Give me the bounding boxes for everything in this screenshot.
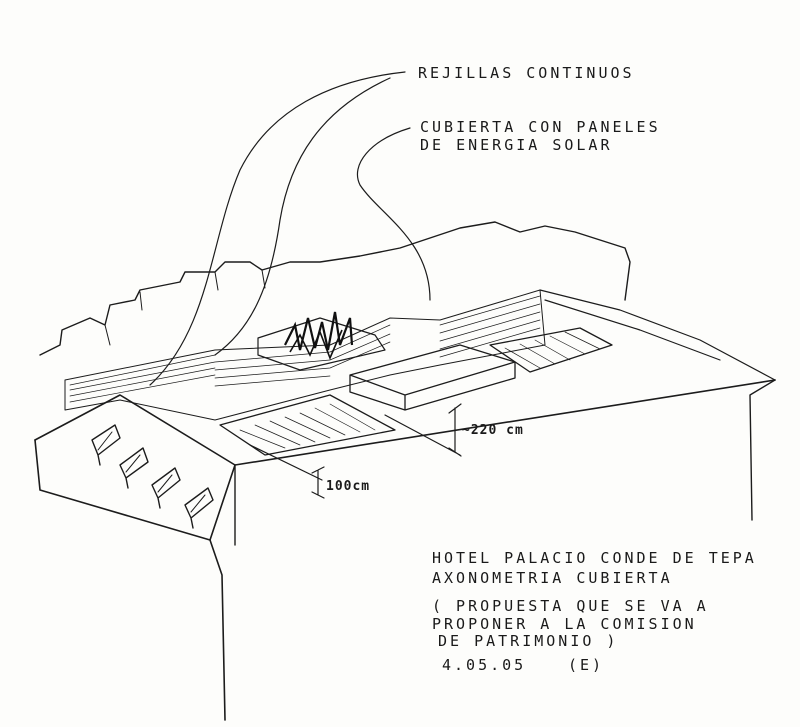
building-left-edge <box>34 439 236 541</box>
dimension-upper-label: ~220 cm <box>462 423 524 438</box>
note-proposal-3: DE PATRIMONIO ) <box>438 632 618 650</box>
leader-cubierta <box>356 127 431 301</box>
dormers <box>91 424 214 529</box>
building-top-edge <box>34 379 776 466</box>
note-initials: (E) <box>568 656 604 674</box>
note-proposal-1: ( PROPUESTA QUE SE VA A <box>432 597 709 615</box>
note-date: 4.05.05 <box>442 656 526 674</box>
label-rejillas: REJILLAS CONTINUOS <box>418 64 635 82</box>
dimension-lower-label: 100cm <box>326 479 370 494</box>
note-subtitle: AXONOMETRIA CUBIERTA <box>432 569 673 587</box>
note-title: HOTEL PALACIO CONDE DE TEPA <box>432 549 757 567</box>
courtyard-trees <box>257 311 386 371</box>
label-cubierta-line2: DE ENERGIA SOLAR <box>420 136 613 154</box>
solar-panel-tray-right <box>489 327 613 373</box>
roof-parapet-right <box>539 289 776 381</box>
note-proposal-2: PROPONER A LA COMISION <box>432 615 697 633</box>
leader-rejillas <box>149 71 406 386</box>
chimney-lines <box>104 269 266 346</box>
central-roof-block <box>349 344 516 411</box>
building-right-edge <box>749 379 776 521</box>
dimension-lower <box>249 444 325 499</box>
label-cubierta-line1: CUBIERTA CON PANELES <box>420 118 661 136</box>
continuous-grilles <box>64 289 546 421</box>
dimension-upper <box>384 403 462 457</box>
building-front-edge <box>209 539 226 721</box>
skyline-outline <box>39 221 631 356</box>
solar-panel-tray-left <box>219 394 396 456</box>
